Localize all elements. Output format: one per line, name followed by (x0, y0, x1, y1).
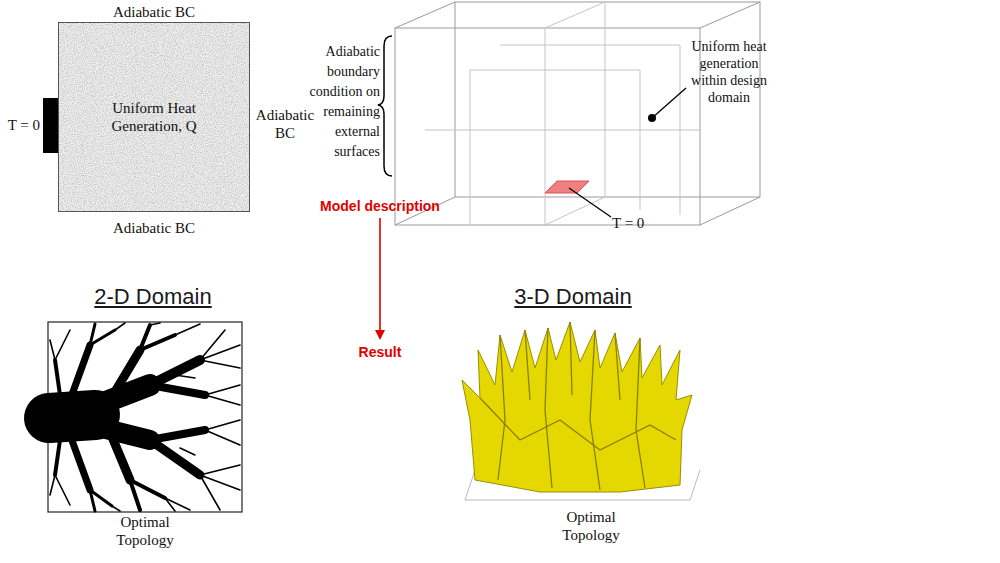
text-label: Adiabatic BC (58, 3, 250, 21)
text-label: 2-D Domain (56, 284, 250, 310)
text-label: 3-D Domain (474, 284, 672, 310)
text-label: Uniform heat generation within design do… (688, 38, 770, 106)
text-label: Adiabatic BC (58, 219, 250, 237)
domain-speckle (58, 22, 250, 212)
tree-twigs (50, 323, 240, 511)
text-label: Adiabatic boundary condition on remainin… (292, 42, 380, 162)
text-label: Result (340, 343, 420, 361)
text-label: T = 0 (0, 116, 40, 134)
leader-line (569, 188, 611, 217)
leader-line (652, 88, 686, 118)
3d-shading (480, 322, 676, 490)
text-label: Optimal Topology (102, 513, 188, 549)
text-label: T = 0 (612, 214, 662, 232)
tree-topology (49, 324, 205, 511)
curly-brace (378, 36, 392, 176)
text-label: Adiabatic BC (252, 106, 318, 142)
arrow-head (375, 330, 385, 340)
heat-sink-bar (43, 98, 58, 153)
node-text: Uniform Heat Generation, Q (94, 99, 214, 135)
text-label: Optimal Topology (548, 508, 634, 544)
flow-arrow (379, 218, 381, 332)
cold-patch (545, 181, 589, 193)
3d-topology (462, 322, 692, 492)
result-frame (48, 322, 242, 512)
text-label: Model description (300, 197, 460, 215)
design-domain: Uniform Heat Generation, Q (58, 22, 250, 212)
domain-fill (58, 22, 250, 212)
cube-wireframe (395, 2, 760, 225)
